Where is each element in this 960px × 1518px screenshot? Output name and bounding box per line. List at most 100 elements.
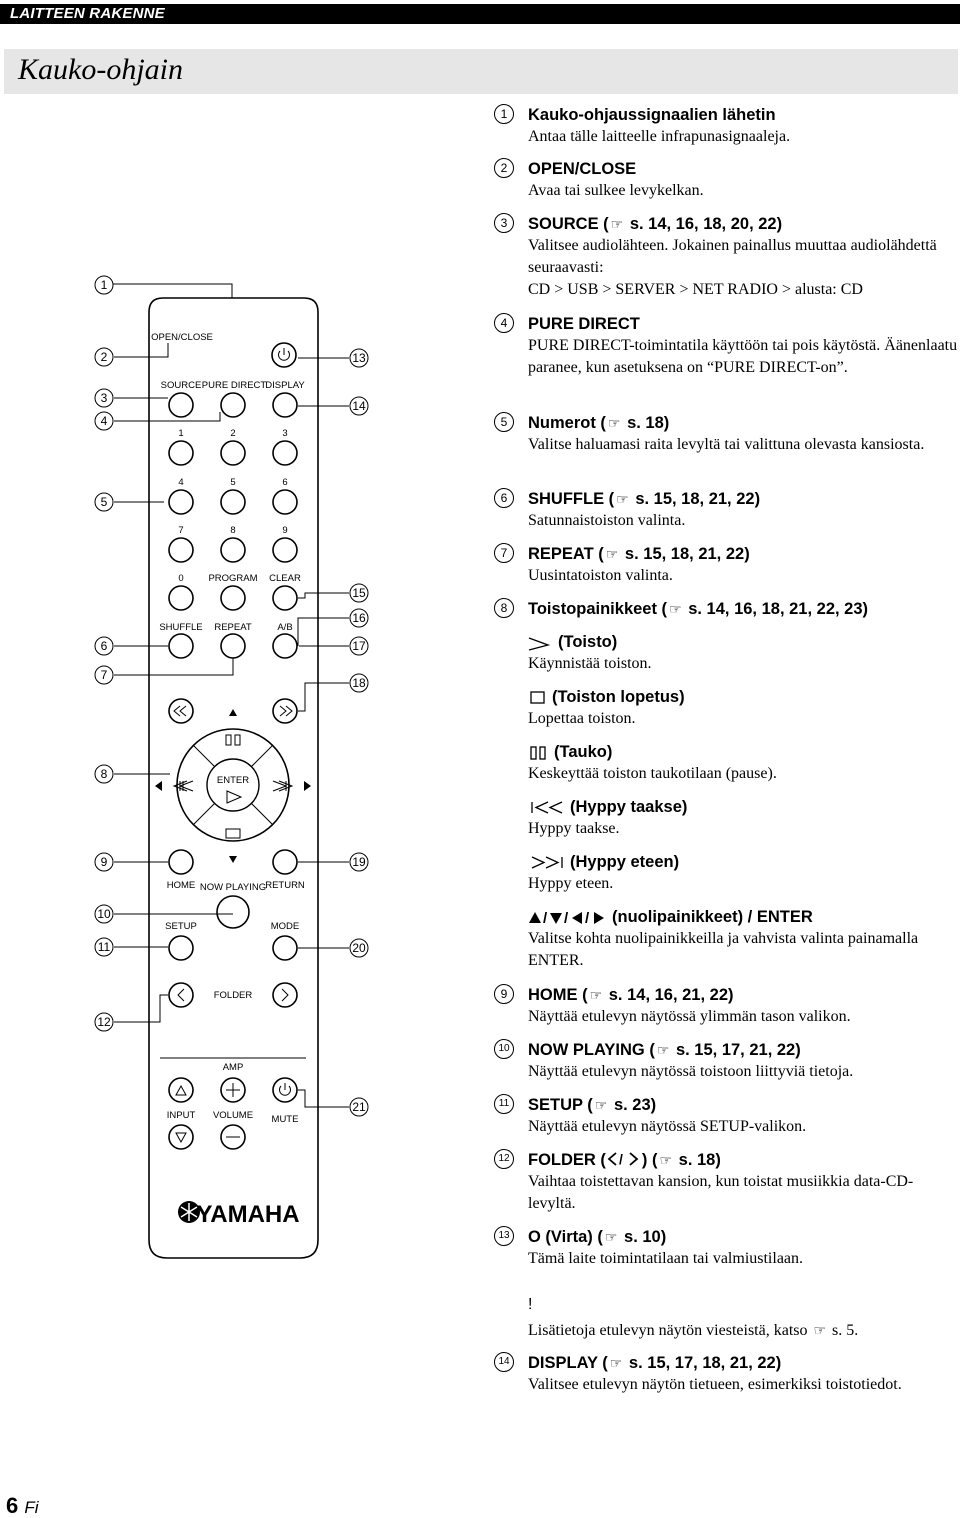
- item-description: Näyttää etulevyn näytössä ylimmän tason …: [528, 1008, 851, 1025]
- callout-1: 1: [101, 278, 108, 292]
- hand-icon: ☞: [609, 1355, 623, 1371]
- shuffle-button[interactable]: [168, 633, 194, 659]
- enter-label: ENTER: [217, 775, 249, 786]
- hand-icon: ☞: [589, 987, 603, 1003]
- pure-direct-button[interactable]: [220, 392, 246, 418]
- callout-11: 11: [98, 940, 111, 954]
- number-2-label: 2: [230, 428, 235, 439]
- number-4-button[interactable]: [168, 489, 194, 515]
- enter-button[interactable]: [206, 758, 260, 812]
- repeat-button[interactable]: [220, 633, 246, 659]
- remote-control-diagram: .lbl { font-family: "Liberation Sans", s…: [94, 275, 369, 1259]
- skip-back-icon: [172, 780, 194, 792]
- number-0-label: 0: [178, 573, 183, 584]
- hand-icon: ☞: [669, 601, 682, 617]
- callout-leaders: [114, 343, 349, 1108]
- amp-label: AMP: [223, 1062, 244, 1073]
- leader-line: [100, 283, 233, 298]
- return-button[interactable]: [272, 849, 298, 875]
- section-title: LAITTEEN RAKENNE: [10, 5, 165, 22]
- hand-icon: ☞: [605, 546, 619, 562]
- number-6-label: 6: [282, 477, 287, 488]
- language-code: Fi: [24, 1498, 39, 1517]
- item-number: 14: [494, 1352, 514, 1372]
- left-callouts: 1 2 3 4 5 6 7 8 9 10 11 12: [94, 275, 114, 1032]
- program-button[interactable]: [220, 585, 246, 611]
- rewind-button[interactable]: [168, 698, 194, 724]
- callout-marker: [94, 347, 114, 367]
- skip-forward-icon: [272, 780, 294, 792]
- hand-icon: ☞: [813, 1324, 827, 1339]
- number-8-button[interactable]: [220, 537, 246, 563]
- input-up-button[interactable]: [168, 1077, 194, 1103]
- number-5-button[interactable]: [220, 489, 246, 515]
- number-9-button[interactable]: [272, 537, 298, 563]
- callout-20: 20: [352, 941, 366, 955]
- item-heading: HOME (☞ s. 14, 16, 21, 22): [528, 986, 734, 1004]
- item-number: 3: [494, 213, 514, 233]
- number-3-button[interactable]: [272, 440, 298, 466]
- playback-description: Keskeyttää toiston taukotilaan (pause).: [528, 765, 777, 782]
- folder-label: FOLDER: [214, 990, 253, 1001]
- pure-direct-label: PURE DIRECT: [202, 380, 267, 391]
- callout-marker: [94, 636, 114, 656]
- power-icon: [278, 348, 290, 361]
- number-5-label: 5: [230, 477, 235, 488]
- ab-label: A/B: [277, 622, 292, 633]
- setup-button[interactable]: [168, 935, 194, 961]
- callout-marker: [94, 275, 114, 295]
- callout-marker: [94, 665, 114, 685]
- number-6-button[interactable]: [272, 489, 298, 515]
- hand-icon: ☞: [656, 1042, 670, 1058]
- display-button[interactable]: [272, 392, 298, 418]
- fast-forward-button[interactable]: [272, 698, 298, 724]
- playback-description: Hyppy eteen.: [528, 875, 614, 892]
- callout-marker: [349, 852, 369, 872]
- item-description: Näyttää etulevyn näytössä SETUP-valikon.: [528, 1118, 807, 1135]
- play-icon: [226, 790, 243, 804]
- callout-4: 4: [101, 414, 108, 428]
- callout-7: 7: [101, 668, 108, 682]
- mode-button[interactable]: [272, 935, 298, 961]
- source-button[interactable]: [168, 392, 194, 418]
- number-7-button[interactable]: [168, 537, 194, 563]
- playback-description: Käynnistää toiston.: [528, 655, 652, 672]
- home-button[interactable]: [168, 849, 194, 875]
- arrow-down-icon[interactable]: [229, 856, 237, 863]
- arrow-up-icon[interactable]: [229, 709, 237, 716]
- number-9-label: 9: [282, 525, 287, 536]
- item-heading: Toistopainikkeet (☞ s. 14, 16, 18, 21, 2…: [528, 600, 869, 618]
- number-1-label: 1: [178, 428, 183, 439]
- item-description: Satunnaistoiston valinta.: [528, 512, 686, 529]
- item-heading: O (Virta) (☞ s. 10): [528, 1228, 667, 1246]
- number-0-button[interactable]: [168, 585, 194, 611]
- callout-15: 15: [352, 586, 366, 600]
- ab-button[interactable]: [272, 633, 298, 659]
- number-2-button[interactable]: [220, 440, 246, 466]
- folder-prev-button[interactable]: [168, 982, 194, 1008]
- callout-marker: [94, 411, 114, 431]
- item-number: 6: [494, 488, 514, 508]
- callout-marker: [349, 938, 369, 958]
- now-playing-button[interactable]: [216, 895, 250, 929]
- folder-next-button[interactable]: [272, 982, 298, 1008]
- section-header-bar: LAITTEEN RAKENNE: [0, 4, 960, 24]
- chevron-right-icon: [281, 988, 289, 1002]
- source-label: SOURCE: [161, 380, 202, 391]
- item-heading: Kauko-ohjaussignaalien lähetin: [528, 106, 776, 124]
- item-number: 8: [494, 598, 514, 618]
- page-footer: 6 Fi: [6, 1493, 39, 1518]
- input-label: INPUT: [167, 1110, 196, 1121]
- arrow-left-icon[interactable]: [155, 781, 162, 791]
- callout-marker: [94, 852, 114, 872]
- cursor-pad: ENTER: [155, 709, 311, 863]
- number-3-label: 3: [282, 428, 287, 439]
- callout-21: 21: [352, 1100, 366, 1114]
- clear-button[interactable]: [272, 585, 298, 611]
- arrow-right-icon[interactable]: [304, 781, 311, 791]
- number-1-button[interactable]: [168, 440, 194, 466]
- stop-icon: [530, 691, 545, 704]
- item-number: 9: [494, 984, 514, 1004]
- item-heading: REPEAT (☞ s. 15, 18, 21, 22): [528, 545, 750, 563]
- input-down-button[interactable]: [168, 1124, 194, 1150]
